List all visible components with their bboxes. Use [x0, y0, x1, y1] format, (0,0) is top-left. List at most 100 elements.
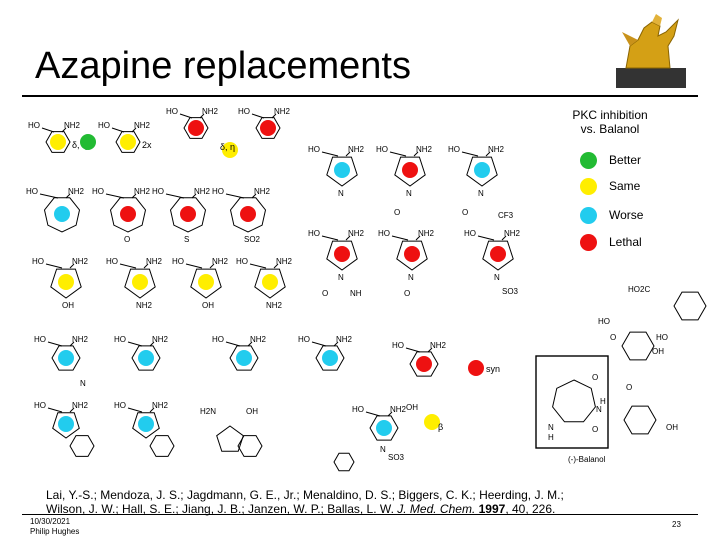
bond-line — [41, 127, 55, 133]
o-label: O — [592, 425, 598, 434]
benzo-ring — [69, 435, 95, 457]
nh2-label: NH2 — [152, 335, 169, 344]
activity-dot — [376, 420, 392, 436]
ho-label: HO — [152, 187, 164, 196]
annotation-label: β — [438, 422, 443, 432]
citation-authors: Wilson, J. W.; Hall, S. E.; Jiang, J. B.… — [46, 502, 394, 516]
nh2-label: NH2 — [276, 257, 293, 266]
griffin-logo — [616, 14, 686, 88]
nh2-label: NH2 — [146, 257, 163, 266]
bond-line — [387, 411, 393, 417]
bond-line — [461, 151, 479, 157]
bond-line — [149, 341, 155, 347]
bond-line — [225, 193, 245, 199]
activity-dot — [468, 360, 484, 376]
h2n-label: H2N — [200, 407, 216, 416]
legend-item-better: Better — [580, 150, 641, 170]
nh2-label: NH2 — [134, 187, 151, 196]
nh2-label: NH2 — [134, 121, 151, 130]
ho-label: HO — [448, 145, 460, 154]
activity-dot — [138, 350, 154, 366]
ho-label: HO — [656, 333, 668, 342]
ho-label: HO — [352, 405, 364, 414]
slide-title: Azapine replacements — [35, 45, 411, 87]
legend-dot-cyan — [580, 206, 597, 224]
bond-line — [271, 113, 277, 119]
activity-dot — [50, 134, 66, 150]
heteroatom-label: N — [408, 273, 414, 282]
ho-label: HO — [464, 229, 476, 238]
bond-line — [131, 127, 137, 133]
ring-outline — [52, 412, 80, 439]
nh2-label: NH2 — [348, 229, 365, 238]
azepane-ring — [552, 379, 596, 423]
bond-line — [149, 407, 155, 413]
balanol-label: (-)-Balanol — [568, 455, 606, 464]
n-label: N — [80, 379, 86, 388]
page-number: 23 — [672, 520, 681, 529]
bond-line — [365, 411, 381, 417]
cf3-label: CF3 — [498, 211, 514, 220]
annotation-label: δ, η — [220, 142, 235, 152]
ring-outline — [216, 425, 244, 452]
n-label: N — [548, 423, 554, 432]
activity-dot — [138, 416, 154, 432]
ho-label: HO — [212, 187, 224, 196]
ho2c-label: HO2C — [628, 285, 650, 294]
ring-outline — [115, 131, 141, 153]
activity-dot — [404, 246, 420, 262]
o-label: O — [626, 383, 632, 392]
heteroatom-label: N — [406, 189, 412, 198]
heteroatom-label: S — [184, 235, 189, 244]
benzo-ring — [149, 435, 175, 457]
bond-line — [47, 407, 63, 413]
nh2-label: NH2 — [72, 257, 89, 266]
o-label: O — [394, 208, 400, 217]
benzo-ring — [237, 435, 263, 457]
bond-line — [415, 235, 421, 241]
bond-line — [191, 193, 197, 199]
o-label: O — [462, 208, 468, 217]
heteroatom-label: NH2 — [266, 301, 283, 310]
ring-outline — [326, 240, 358, 271]
ring-outline — [109, 197, 147, 233]
activity-dot — [236, 350, 252, 366]
so3-label: SO3 — [502, 287, 519, 296]
activity-dot — [180, 206, 196, 222]
o-label: O — [404, 289, 410, 298]
legend-dot-green — [580, 151, 597, 169]
legend-title-line-1: PKC inhibition — [572, 108, 648, 122]
ring-outline — [190, 268, 222, 299]
legend-label-lethal: Lethal — [609, 235, 642, 249]
annotation-label: δ, η — [72, 140, 87, 150]
o-label: O — [322, 289, 328, 298]
legend-label-worse: Worse — [609, 208, 644, 222]
nh2-label: NH2 — [254, 187, 271, 196]
bond-line — [209, 263, 215, 269]
tolyl-ring — [333, 452, 355, 472]
oh-label: OH — [652, 347, 664, 356]
nh2-label: NH2 — [212, 257, 229, 266]
bond-line — [45, 263, 63, 269]
bond-line — [485, 151, 491, 157]
ho-label: HO — [378, 229, 390, 238]
ring-outline — [50, 268, 82, 299]
ho-label: HO — [598, 317, 610, 326]
activity-dot — [334, 162, 350, 178]
n-label: N — [596, 405, 602, 414]
legend-label-same: Same — [609, 179, 641, 193]
nh2-label: NH2 — [194, 187, 211, 196]
activity-dot — [58, 274, 74, 290]
nh2-label: NH2 — [416, 145, 433, 154]
bond-line — [427, 347, 433, 353]
nh2-label: NH2 — [72, 401, 89, 410]
heteroatom-label: N — [494, 273, 500, 282]
ring-outline — [43, 197, 81, 233]
nh2-label: NH2 — [68, 187, 85, 196]
ho-label: HO — [392, 341, 404, 350]
ho-label: HO — [212, 335, 224, 344]
bond-line — [127, 407, 143, 413]
activity-dot — [188, 120, 204, 136]
bond-line — [119, 263, 137, 269]
ring-outline — [466, 156, 498, 187]
